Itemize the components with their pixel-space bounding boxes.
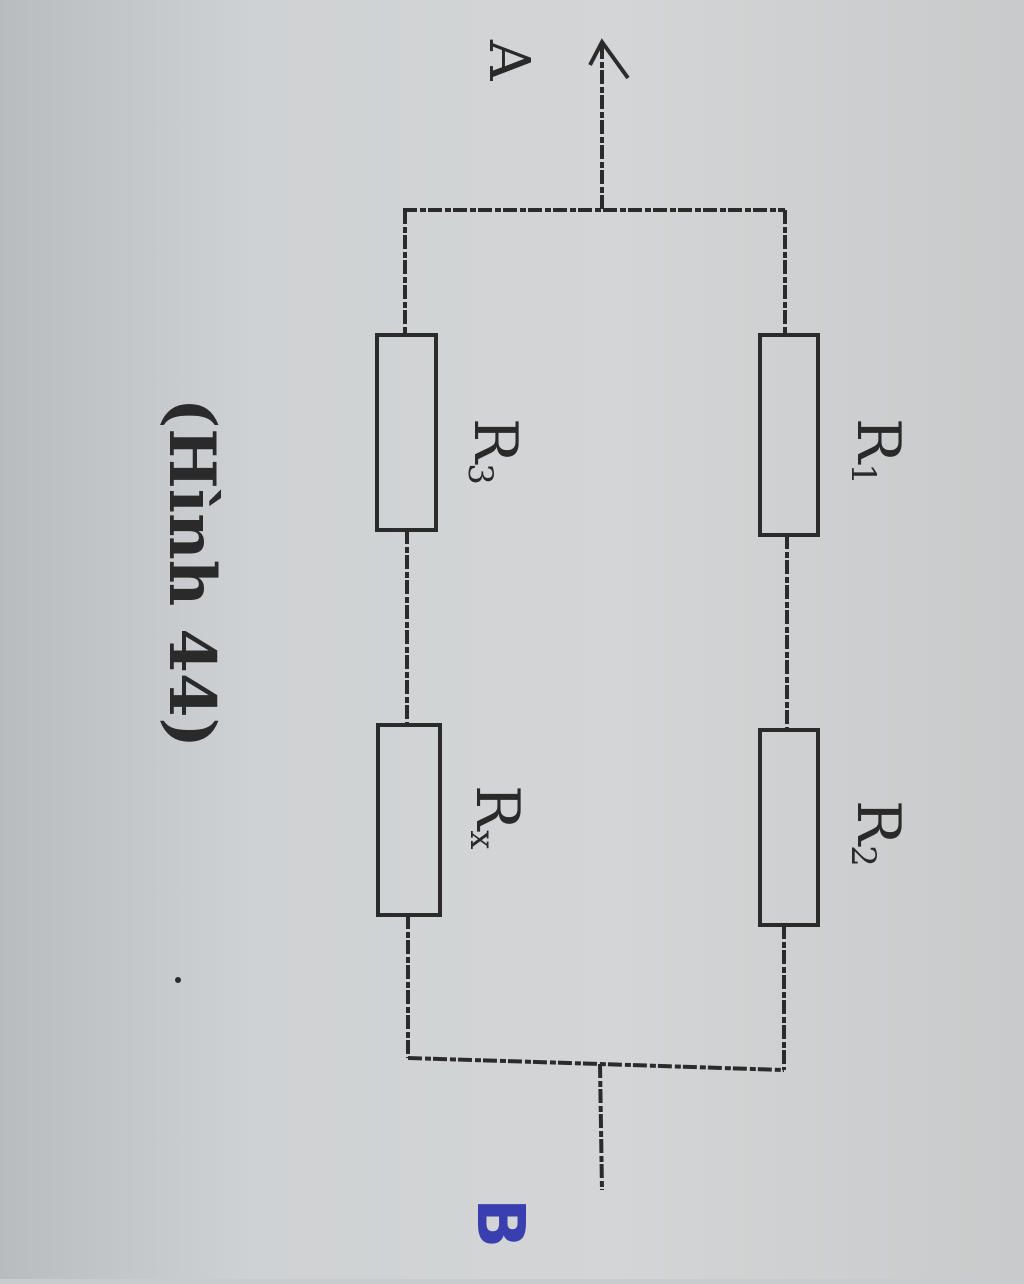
ink-dot: [175, 977, 181, 983]
terminal-a-label: A: [476, 39, 541, 81]
rx-label: Rx: [462, 785, 532, 849]
r3-label: R3: [460, 418, 530, 485]
resistor-r3: [375, 333, 438, 532]
wire-bottom: [407, 1056, 785, 1072]
resistor-r1: [758, 333, 820, 537]
r1-label: R1: [843, 418, 913, 485]
terminal-b-label: B: [462, 1198, 539, 1248]
figure-caption: (Hình 44): [154, 398, 229, 748]
resistor-r2: [758, 728, 820, 927]
wire-b-lead: [598, 1063, 604, 1191]
terminal-a-mark: [588, 38, 630, 80]
r2-label: R2: [843, 800, 913, 867]
resistor-rx: [376, 723, 442, 917]
